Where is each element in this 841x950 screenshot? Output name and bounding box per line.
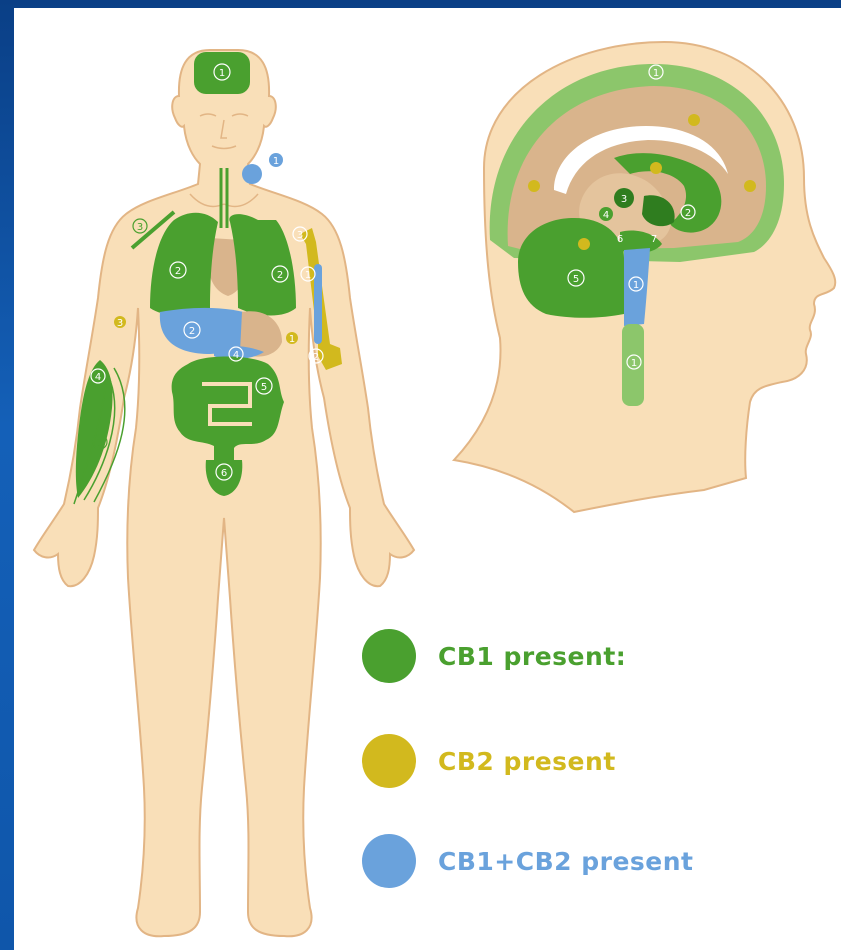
svg-text:4: 4 [233, 350, 239, 361]
svg-text:1: 1 [289, 334, 295, 345]
legend-label-both: CB1+CB2 present [438, 847, 694, 876]
marker-cb2-small: 1 [289, 334, 295, 345]
svg-text:3: 3 [137, 222, 143, 233]
svg-text:3: 3 [117, 318, 123, 329]
svg-text:1: 1 [305, 270, 311, 281]
marker-lymph: 1 [273, 156, 279, 167]
legend-item-both: CB1+CB2 present [362, 831, 694, 891]
svg-text:1: 1 [631, 358, 637, 369]
cerebellum-cb1 [518, 218, 624, 318]
svg-text:7: 7 [651, 234, 657, 245]
marker-inner-e: 7 [651, 234, 657, 245]
svg-text:3: 3 [97, 438, 103, 449]
svg-text:6: 6 [221, 468, 227, 479]
svg-text:2: 2 [277, 270, 283, 281]
svg-text:5: 5 [261, 382, 267, 393]
blue-dot-icon [362, 834, 416, 888]
marker-inner-a: 4 [603, 210, 609, 221]
anatomy-illustration: 1 1 2 2 2 4 5 6 3 4 3 3 1 2 3 1 [14, 8, 841, 950]
marker-inner-d: 6 [617, 234, 623, 245]
svg-text:3: 3 [621, 194, 627, 205]
svg-text:1: 1 [219, 68, 225, 79]
svg-text:1: 1 [273, 156, 279, 167]
svg-text:1: 1 [653, 68, 659, 79]
svg-text:4: 4 [95, 372, 101, 383]
svg-text:2: 2 [313, 352, 319, 363]
legend-item-cb1: CB1 present: [362, 626, 626, 686]
legend-item-cb2: CB2 present [362, 731, 616, 791]
human-body [34, 50, 414, 936]
legend-label-cb1: CB1 present: [438, 642, 626, 671]
marker-inner-b: 3 [621, 194, 627, 205]
marker-cb2-left: 3 [117, 318, 123, 329]
svg-text:2: 2 [175, 266, 181, 277]
diagram-canvas: 1 1 2 2 2 4 5 6 3 4 3 3 1 2 3 1 [14, 8, 841, 950]
legend-label-cb2: CB2 present [438, 747, 616, 776]
svg-text:2: 2 [685, 208, 691, 219]
svg-text:6: 6 [617, 234, 623, 245]
svg-text:1: 1 [633, 280, 639, 291]
green-dot-icon [362, 629, 416, 683]
head-cross-section [454, 42, 835, 512]
svg-text:4: 4 [603, 210, 609, 221]
svg-text:5: 5 [573, 274, 579, 285]
svg-text:3: 3 [297, 230, 303, 241]
svg-text:2: 2 [189, 326, 195, 337]
yellow-dot-icon [362, 734, 416, 788]
lymph-node-both [242, 164, 262, 184]
